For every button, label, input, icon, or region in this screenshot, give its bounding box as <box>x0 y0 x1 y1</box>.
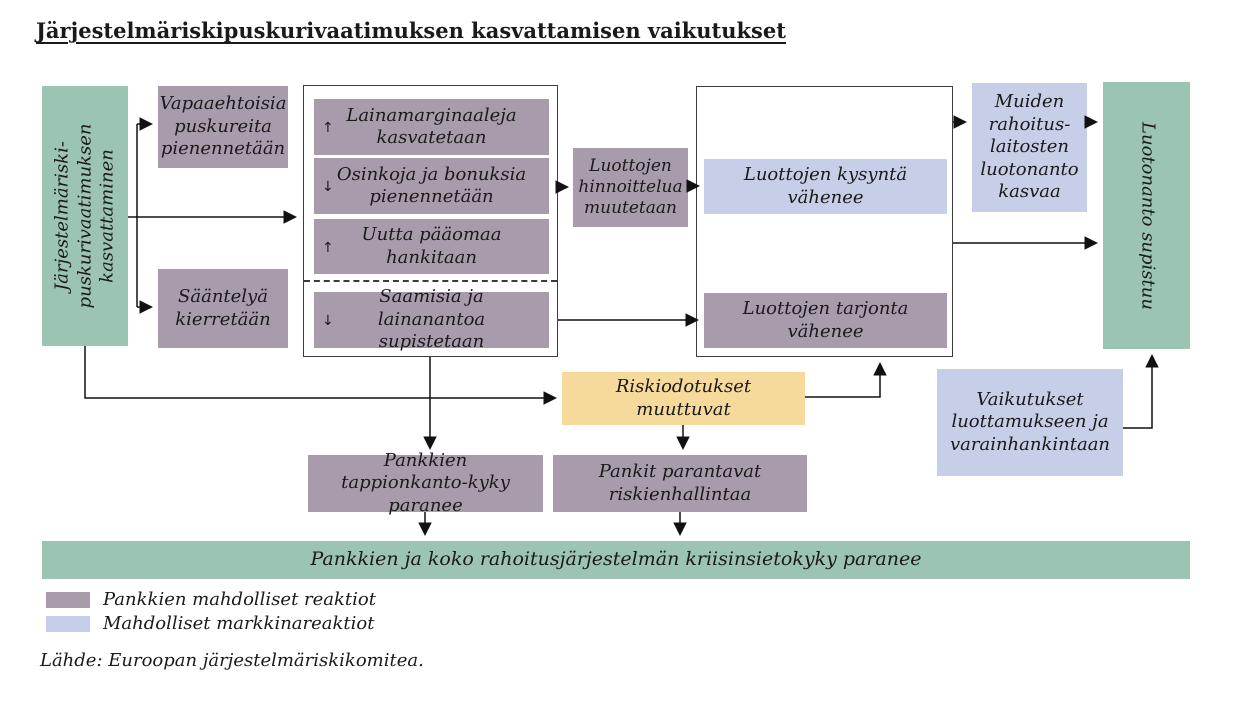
action-loan-margins-label: Lainamarginaaleja kasvatetaan <box>346 104 517 149</box>
bank-actions-container: ↑ Lainamarginaaleja kasvatetaan ↓ Osinko… <box>303 85 558 357</box>
action-assets-lending-label: Saamisia ja lainanantoa supistetaan <box>377 286 486 353</box>
credit-market-container: Luottojen kysyntä vähenee Luottojen tarj… <box>696 86 953 357</box>
risk-expectations-label: Riskiodotukset muuttuvat <box>615 376 752 420</box>
risk-expectations-box: Riskiodotukset muuttuvat <box>562 372 805 425</box>
dashed-divider <box>304 280 557 282</box>
credit-pricing-box: Luottojen hinnoittelua muutetaan <box>573 148 688 227</box>
credit-supply-box: Luottojen tarjonta vähenee <box>704 293 947 348</box>
bottom-bar: Pankkien ja koko rahoitusjärjestelmän kr… <box>42 541 1190 579</box>
action-assets-lending: ↓ Saamisia ja lainanantoa supistetaan <box>314 286 549 352</box>
left-pillar-label: Järjestelmäriski-puskurivaatimuksen kasv… <box>51 123 118 309</box>
arrow-confidence-to-credit <box>1123 354 1159 429</box>
credit-supply-label: Luottojen tarjonta vähenee <box>742 298 909 342</box>
legend-market-reactions-label: Mahdolliset markkinareaktiot <box>103 612 375 634</box>
down-arrow-icon: ↓ <box>322 178 334 195</box>
credit-demand-box: Luottojen kysyntä vähenee <box>704 159 947 214</box>
blue-swatch-icon <box>46 615 90 632</box>
page-title: Järjestelmäriskipuskurivaatimuksen kasva… <box>36 18 786 43</box>
right-pillar-label: Luotonanto supistuu <box>1136 121 1158 310</box>
legend-bank-reactions-label: Pankkien mahdolliset reaktiot <box>103 589 376 610</box>
credit-pricing-label: Luottojen hinnoittelua muutetaan <box>578 155 683 219</box>
regulation-circumvented-label: Sääntelyä kierretään <box>175 286 271 330</box>
action-dividends-label: Osinkoja ja bonuksia pienennetään <box>336 163 527 208</box>
action-new-capital: ↑ Uutta pääomaa hankitaan <box>314 219 549 274</box>
action-loan-margins: ↑ Lainamarginaaleja kasvatetaan <box>314 99 549 155</box>
up-arrow-icon: ↑ <box>322 119 334 136</box>
arrow-risk-to-container <box>805 362 887 398</box>
credit-demand-label: Luottojen kysyntä vähenee <box>743 164 908 208</box>
bottom-bar-label: Pankkien ja koko rahoitusjärjestelmän kr… <box>310 548 922 571</box>
loss-absorption-label: Pankkien tappionkanto-kyky paranee <box>341 449 510 516</box>
voluntary-buffers-box: Vapaaehtoisia puskureita pienennetään <box>158 86 288 168</box>
purple-swatch-icon <box>46 591 90 608</box>
confidence-effects-box: Vaikutukset luottamukseen ja varainhanki… <box>937 369 1123 476</box>
legend-item-bank-reactions: Pankkien mahdolliset reaktiot <box>46 590 376 610</box>
loss-absorption-box: Pankkien tappionkanto-kyky paranee <box>308 450 543 516</box>
risk-management-box: Pankit parantavat riskienhallintaa <box>553 455 807 512</box>
action-dividends: ↓ Osinkoja ja bonuksia pienennetään <box>314 158 549 214</box>
other-institutions-label: Muiden rahoitus-laitosten luotonanto kas… <box>980 91 1079 203</box>
risk-management-label: Pankit parantavat riskienhallintaa <box>598 461 762 505</box>
legend: Pankkien mahdolliset reaktiot Mahdollise… <box>46 590 376 638</box>
regulation-circumvented-box: Sääntelyä kierretään <box>158 269 288 348</box>
source-note: Lähde: Euroopan järjestelmäriskikomitea. <box>40 650 424 671</box>
confidence-effects-label: Vaikutukset luottamukseen ja varainhanki… <box>949 388 1111 455</box>
voluntary-buffers-label: Vapaaehtoisia puskureita pienennetään <box>159 93 287 160</box>
action-new-capital-label: Uutta pääomaa hankitaan <box>361 224 502 268</box>
right-pillar: Luotonanto supistuu <box>1103 82 1190 349</box>
left-pillar: Järjestelmäriski-puskurivaatimuksen kasv… <box>42 86 128 346</box>
legend-item-market-reactions: Mahdolliset markkinareaktiot <box>46 612 376 634</box>
down-arrow-icon: ↓ <box>322 312 334 329</box>
other-institutions-box: Muiden rahoitus-laitosten luotonanto kas… <box>972 83 1087 212</box>
up-arrow-icon: ↑ <box>322 239 334 256</box>
